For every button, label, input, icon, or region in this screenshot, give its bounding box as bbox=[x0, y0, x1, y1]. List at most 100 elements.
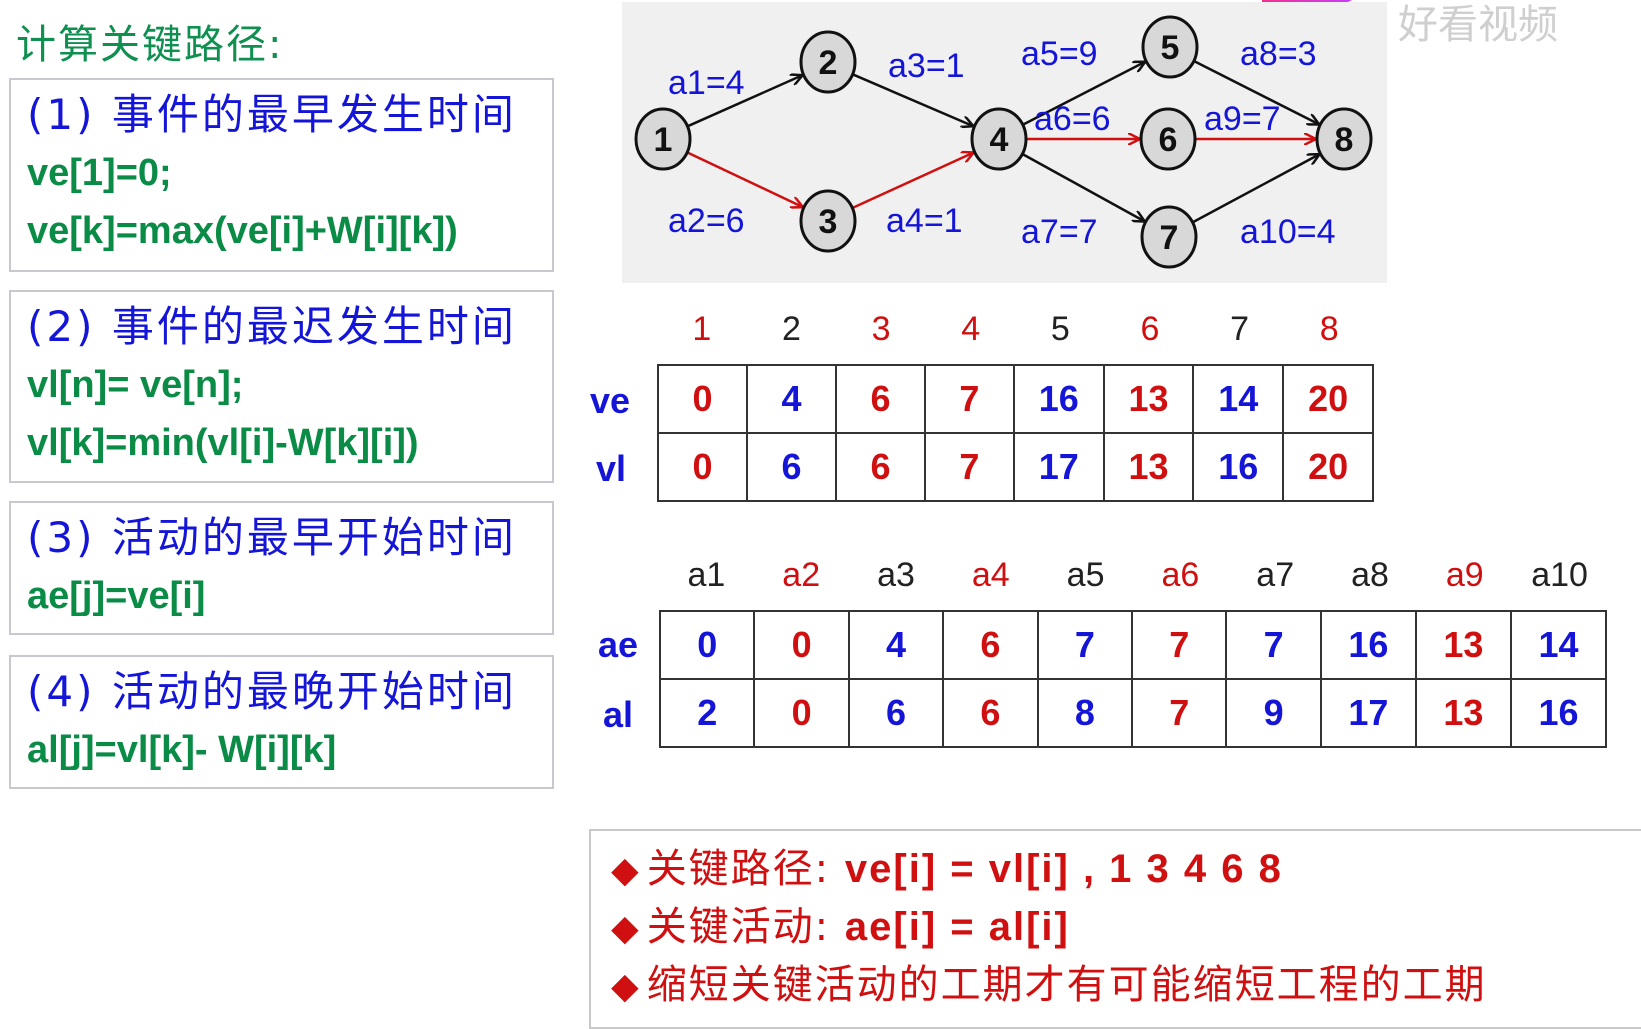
box-heading: (2) 事件的最迟发生时间 bbox=[27, 302, 517, 351]
row-label-al: al bbox=[603, 694, 634, 735]
diamond-bullet-icon: ◆ bbox=[611, 908, 641, 949]
column-header: a10 bbox=[1531, 556, 1588, 594]
column-header: 2 bbox=[781, 310, 801, 348]
table-cell: 8 bbox=[1036, 678, 1134, 748]
column-header: a9 bbox=[1445, 556, 1484, 594]
conclusion-shorten: ◆缩短关键活动的工期才有可能缩短工程的工期 bbox=[611, 962, 1487, 1008]
formula: vl[n]= ve[n]; bbox=[27, 364, 244, 406]
edge-3-4 bbox=[851, 153, 973, 210]
formula-box-earliest-activity: (3) 活动的最早开始时间 ae[j]=ve[i] bbox=[9, 501, 554, 635]
node-1: 1 bbox=[634, 107, 692, 171]
column-header: 8 bbox=[1319, 310, 1339, 348]
table-cell: 17 bbox=[1319, 678, 1417, 748]
column-header: 4 bbox=[961, 310, 981, 348]
column-header: a7 bbox=[1256, 556, 1295, 594]
edge-label: a2=6 bbox=[668, 202, 745, 240]
table-cell: 0 bbox=[753, 610, 850, 680]
table-cell: 2 bbox=[658, 678, 756, 748]
table-cell: 6 bbox=[942, 610, 1039, 680]
table-cell: 7 bbox=[923, 364, 1015, 434]
edge-5-8 bbox=[1193, 59, 1318, 124]
formula-box-latest-activity: (4) 活动的最晚开始时间 al[j]=vl[k]- W[i][k] bbox=[9, 655, 554, 789]
node-5: 5 bbox=[1141, 15, 1199, 79]
column-header: 6 bbox=[1140, 310, 1160, 348]
table-cell: 7 bbox=[1131, 678, 1228, 748]
table-cell: 9 bbox=[1225, 678, 1322, 748]
table-cell: 4 bbox=[847, 610, 945, 680]
row-label-ae: ae bbox=[598, 624, 639, 665]
edge-label: a1=4 bbox=[668, 64, 745, 102]
table-cell: 13 bbox=[1102, 364, 1195, 434]
table-cell: 17 bbox=[1012, 432, 1105, 502]
edge-label: a6=6 bbox=[1034, 100, 1111, 138]
formula: ve[k]=max(ve[i]+W[i][k]) bbox=[27, 210, 458, 252]
node-8: 8 bbox=[1315, 107, 1373, 171]
table-cell: 7 bbox=[1131, 610, 1228, 680]
row-label-vl: vl bbox=[596, 448, 627, 489]
table-cell: 16 bbox=[1192, 432, 1285, 502]
watermark-text: 好看视频 bbox=[1398, 2, 1558, 48]
column-header: 7 bbox=[1230, 310, 1250, 348]
edge-4-7 bbox=[1021, 152, 1143, 221]
node-6: 6 bbox=[1139, 107, 1197, 171]
node-label: 2 bbox=[819, 44, 838, 82]
table-cell: 20 bbox=[1282, 364, 1374, 434]
edge-1-2 bbox=[686, 76, 801, 128]
node-7: 7 bbox=[1140, 205, 1198, 269]
node-3: 3 bbox=[799, 189, 857, 253]
box-heading: (3) 活动的最早开始时间 bbox=[27, 513, 517, 562]
column-header: a8 bbox=[1351, 556, 1389, 594]
edge-4-5 bbox=[1022, 62, 1145, 126]
column-header: 5 bbox=[1050, 310, 1070, 348]
table-cell: 6 bbox=[942, 678, 1039, 748]
table-cell: 4 bbox=[745, 364, 837, 434]
formula: vl[k]=min(vl[i]-W[k][i]) bbox=[27, 422, 419, 464]
column-header: a3 bbox=[877, 556, 915, 594]
node-label: 4 bbox=[990, 121, 1009, 159]
table-cell: 14 bbox=[1192, 364, 1285, 434]
edge-label: a8=3 bbox=[1240, 35, 1317, 73]
table-cell: 0 bbox=[658, 610, 756, 680]
table-cell: 14 bbox=[1509, 610, 1608, 680]
node-label: 6 bbox=[1159, 121, 1178, 159]
edge-label: a5=9 bbox=[1021, 35, 1098, 73]
table-cell: 16 bbox=[1012, 364, 1105, 434]
column-header: 3 bbox=[871, 310, 891, 348]
node-label: 5 bbox=[1161, 29, 1180, 67]
edge-label: a4=1 bbox=[886, 202, 963, 240]
node-label: 7 bbox=[1160, 219, 1179, 257]
node-label: 1 bbox=[654, 121, 673, 159]
conclusion-critical-path: ◆关键路径: ve[i] = vl[i] , 1 3 4 6 8 bbox=[611, 846, 1283, 892]
edge-label: a7=7 bbox=[1021, 213, 1098, 251]
column-header: a2 bbox=[782, 556, 821, 594]
table-cell: 6 bbox=[847, 678, 945, 748]
column-header: 1 bbox=[692, 310, 712, 348]
node-4: 4 bbox=[970, 107, 1028, 171]
table-cell: 20 bbox=[1282, 432, 1374, 502]
edge-1-3 bbox=[686, 151, 802, 206]
diamond-bullet-icon: ◆ bbox=[611, 850, 641, 891]
edge-label: a10=4 bbox=[1240, 213, 1336, 251]
table-cell: 16 bbox=[1509, 678, 1608, 748]
formula-box-earliest-event: (1) 事件的最早发生时间 ve[1]=0; ve[k]=max(ve[i]+W… bbox=[9, 78, 554, 272]
table-cell: 0 bbox=[657, 364, 748, 434]
column-header: a6 bbox=[1161, 556, 1200, 594]
edge-label: a3=1 bbox=[888, 47, 965, 85]
column-header: a4 bbox=[971, 556, 1010, 594]
table-cell: 13 bbox=[1414, 610, 1512, 680]
table-cell: 6 bbox=[834, 364, 926, 434]
slide-title: 计算关键路径: bbox=[16, 22, 284, 68]
table-cell: 13 bbox=[1414, 678, 1512, 748]
node-label: 3 bbox=[819, 203, 838, 241]
table-cell: 0 bbox=[657, 432, 748, 502]
edge-7-8 bbox=[1191, 155, 1319, 224]
formula-box-latest-event: (2) 事件的最迟发生时间 vl[n]= ve[n]; vl[k]=min(vl… bbox=[9, 290, 554, 483]
formula: ve[1]=0; bbox=[27, 152, 172, 194]
table-cell: 7 bbox=[1036, 610, 1134, 680]
box-heading: (4) 活动的最晚开始时间 bbox=[27, 667, 517, 716]
